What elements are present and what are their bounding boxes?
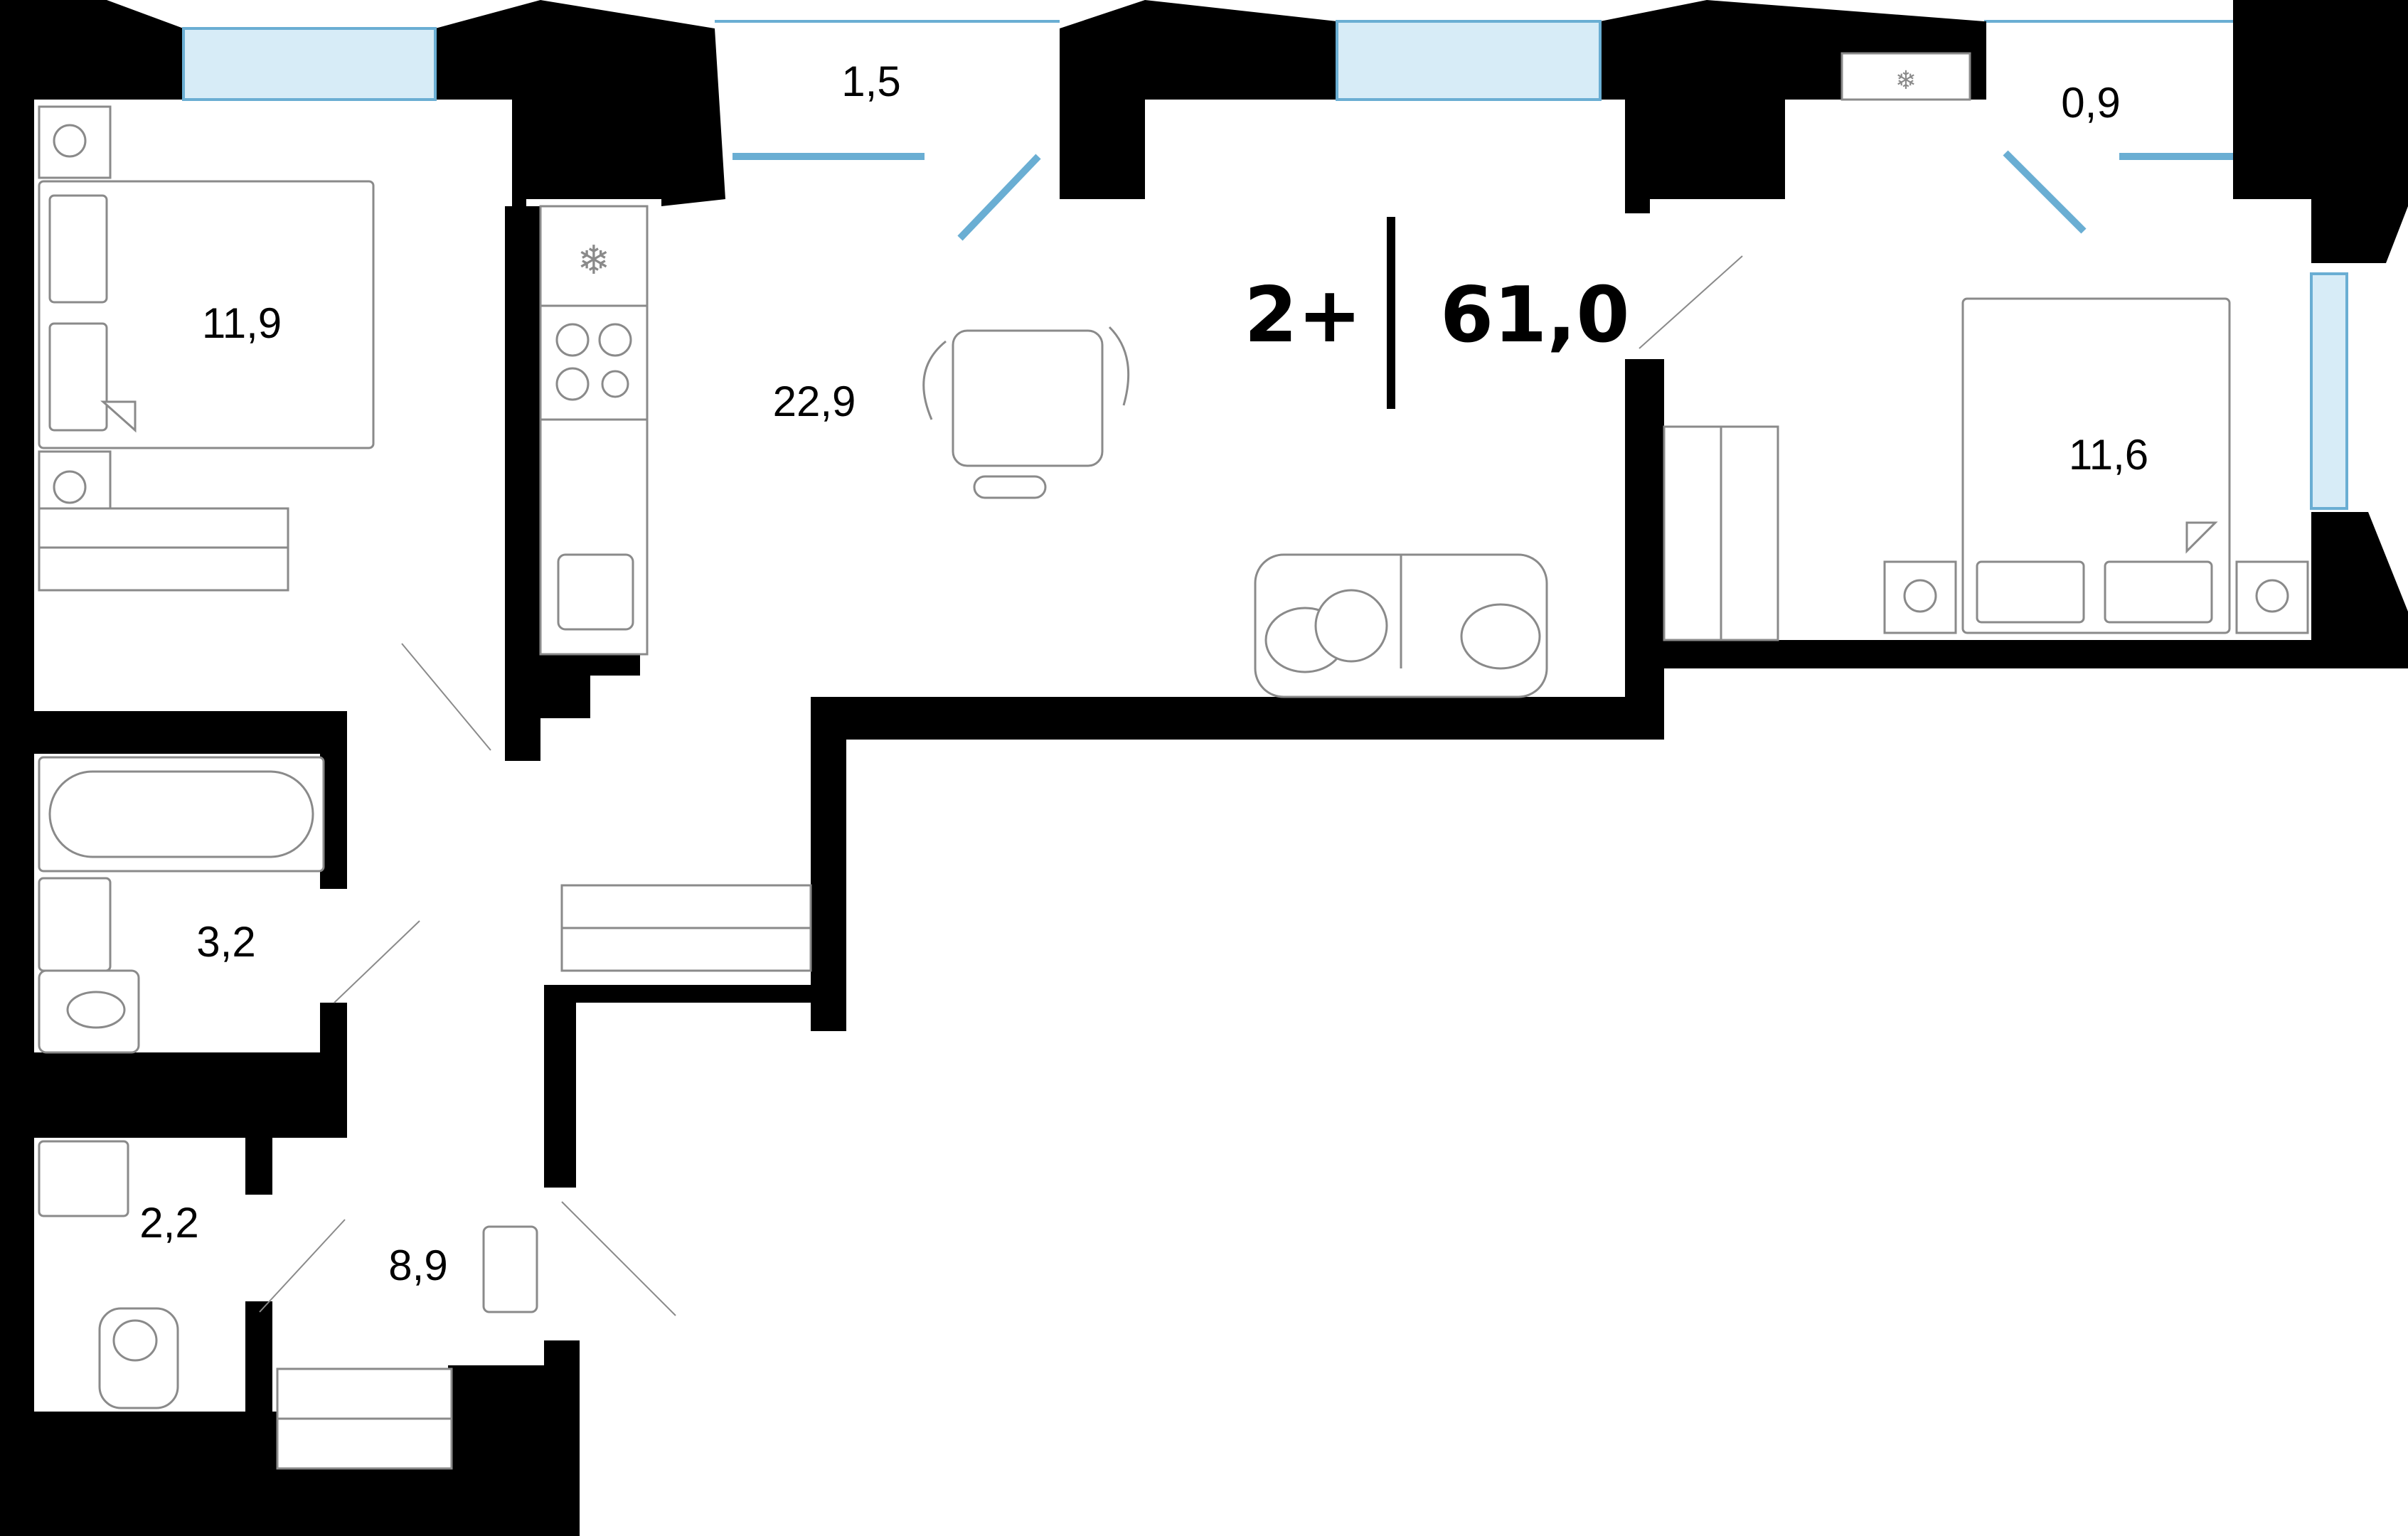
snowflake-icon: ❄ — [577, 238, 611, 284]
wall-toilet-stub — [245, 1138, 272, 1195]
windows — [182, 20, 2348, 510]
wall-pillar-1 — [435, 0, 725, 213]
bed-icon — [1961, 297, 2231, 634]
wall-bedroom-right-bottom — [1664, 640, 2408, 668]
wall-top-left — [0, 0, 183, 100]
door-bedroom-left — [401, 643, 491, 751]
wall-living-bottom — [811, 427, 1664, 1031]
svg-text:❄: ❄ — [1895, 66, 1917, 95]
doors — [259, 150, 2087, 1316]
wall-left-outer — [0, 92, 34, 1536]
wall-top-right — [2233, 0, 2408, 263]
room-area-balcony-left: 1,5 — [841, 58, 900, 105]
rooms-count: 2+ — [1244, 271, 1362, 360]
wall-pillar-2 — [1060, 0, 1337, 199]
wardrobe-icon — [1663, 425, 1779, 641]
door-bathroom — [334, 920, 420, 1003]
room-area-bathroom: 3,2 — [196, 918, 255, 966]
sink-icon — [557, 553, 634, 631]
window-bedroom-left — [182, 27, 437, 101]
wardrobe-icon — [38, 507, 289, 592]
snowflake-icon: ❄ — [1840, 52, 1971, 101]
wall-right-lower — [2311, 512, 2408, 668]
room-area-bedroom-left: 11,9 — [202, 299, 282, 347]
wall-bottom-pillar — [544, 1340, 580, 1536]
wall-hall-right — [544, 985, 846, 1188]
door-toilet — [259, 1219, 346, 1313]
window-living — [1336, 20, 1602, 101]
pouf-icon — [482, 1225, 538, 1313]
door-balcony-left — [957, 154, 1041, 241]
room-area-living: 22,9 — [773, 378, 856, 425]
stove-icon — [555, 323, 632, 401]
sofa-icon — [1254, 553, 1548, 698]
wall-living-bedroom-2 — [1625, 359, 1664, 427]
sink-icon — [38, 877, 112, 972]
room-area-hallway: 8,9 — [388, 1242, 447, 1289]
toilet-icon — [38, 969, 140, 1054]
wall-pillar-3 — [1600, 0, 1984, 199]
wardrobe-icon — [560, 884, 812, 972]
room-area-balcony-right: 0,9 — [2061, 79, 2120, 127]
wall-bedroom-divider — [34, 711, 347, 754]
door-balcony-right — [2003, 150, 2087, 234]
total-area: 61,0 — [1440, 271, 1629, 360]
nightstand-icon — [1883, 560, 2309, 634]
wall-bath-right-lower — [320, 1003, 347, 1138]
door-entrance — [561, 1201, 676, 1316]
bed-icon — [38, 180, 375, 449]
wardrobe-icon — [276, 1367, 453, 1470]
bathtub-icon — [38, 756, 325, 873]
toilet-icon — [98, 1307, 179, 1409]
room-area-toilet: 2,2 — [139, 1199, 198, 1247]
svg-text:❄: ❄ — [577, 238, 611, 284]
dining-table-icon — [922, 326, 1130, 499]
sink-icon — [38, 1140, 129, 1217]
room-area-bedroom-right: 11,6 — [2069, 431, 2148, 479]
door-bedroom-right — [1639, 255, 1743, 349]
wall-kitchen-left — [505, 206, 640, 761]
wall-living-bedroom — [1625, 100, 1650, 213]
title-divider — [1387, 217, 1395, 409]
window-bedroom-right — [2310, 272, 2348, 510]
wall-bath-bottom — [34, 1052, 347, 1138]
